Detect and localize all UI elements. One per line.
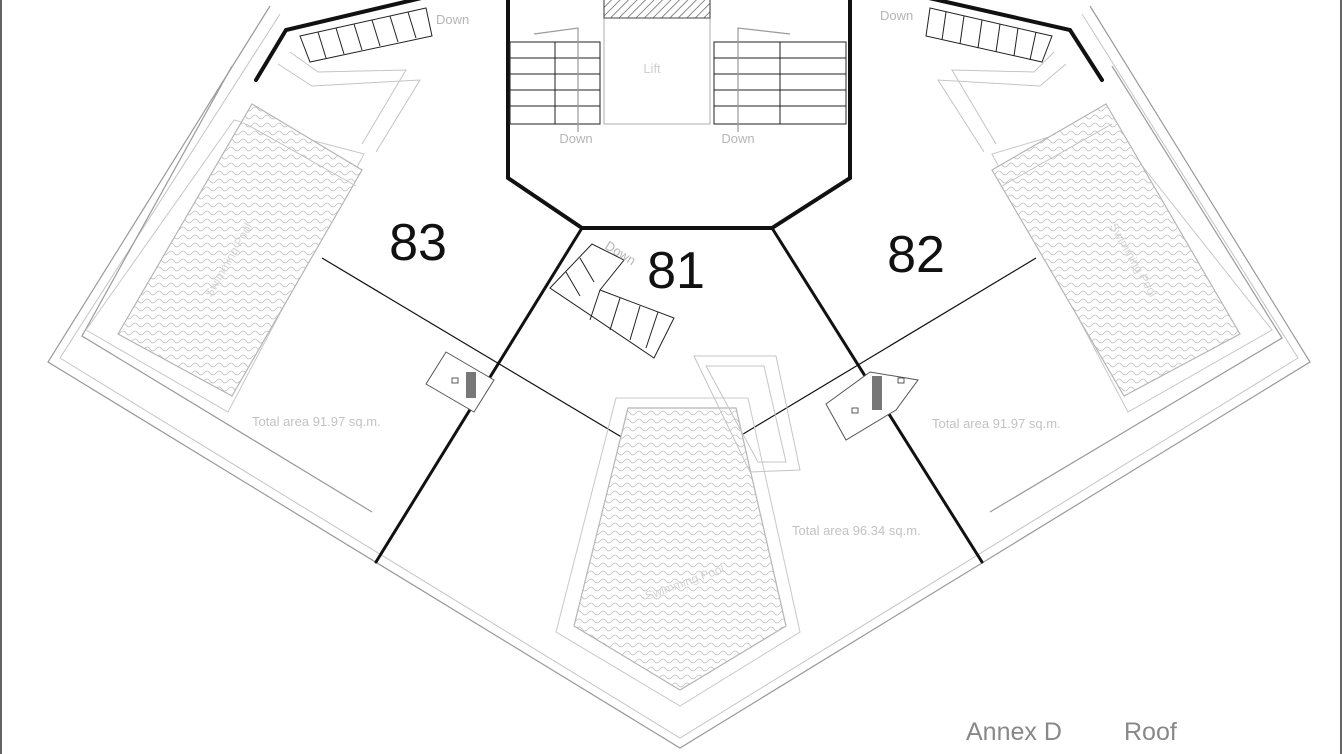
down-label-core-left: Down xyxy=(559,131,592,146)
pool-east xyxy=(991,103,1273,413)
down-label-east-stair: Down xyxy=(880,8,913,23)
pool-center xyxy=(555,355,801,707)
down-label-core-right: Down xyxy=(721,131,754,146)
stair-west xyxy=(277,7,433,153)
caption-annex: Annex D xyxy=(966,718,1062,746)
pool-west xyxy=(85,103,365,413)
unit-number-81: 81 xyxy=(647,242,705,300)
down-label-west-stair: Down xyxy=(436,12,469,27)
unit-number-83: 83 xyxy=(389,214,447,272)
caption-level: Roof xyxy=(1124,718,1177,746)
lift-shaft xyxy=(603,0,711,125)
unit-area-81: Total area 96.34 sq.m. xyxy=(792,523,921,538)
stair-east xyxy=(925,7,1067,153)
building-outline xyxy=(47,5,1311,749)
unit-number-82: 82 xyxy=(887,226,945,284)
equipment-pads xyxy=(425,351,919,441)
unit-area-82: Total area 91.97 sq.m. xyxy=(932,416,1061,431)
unit-area-83: Total area 91.97 sq.m. xyxy=(252,414,381,429)
stair-center xyxy=(549,243,675,359)
lift-label: Lift xyxy=(643,61,661,76)
stair-core xyxy=(509,0,847,132)
